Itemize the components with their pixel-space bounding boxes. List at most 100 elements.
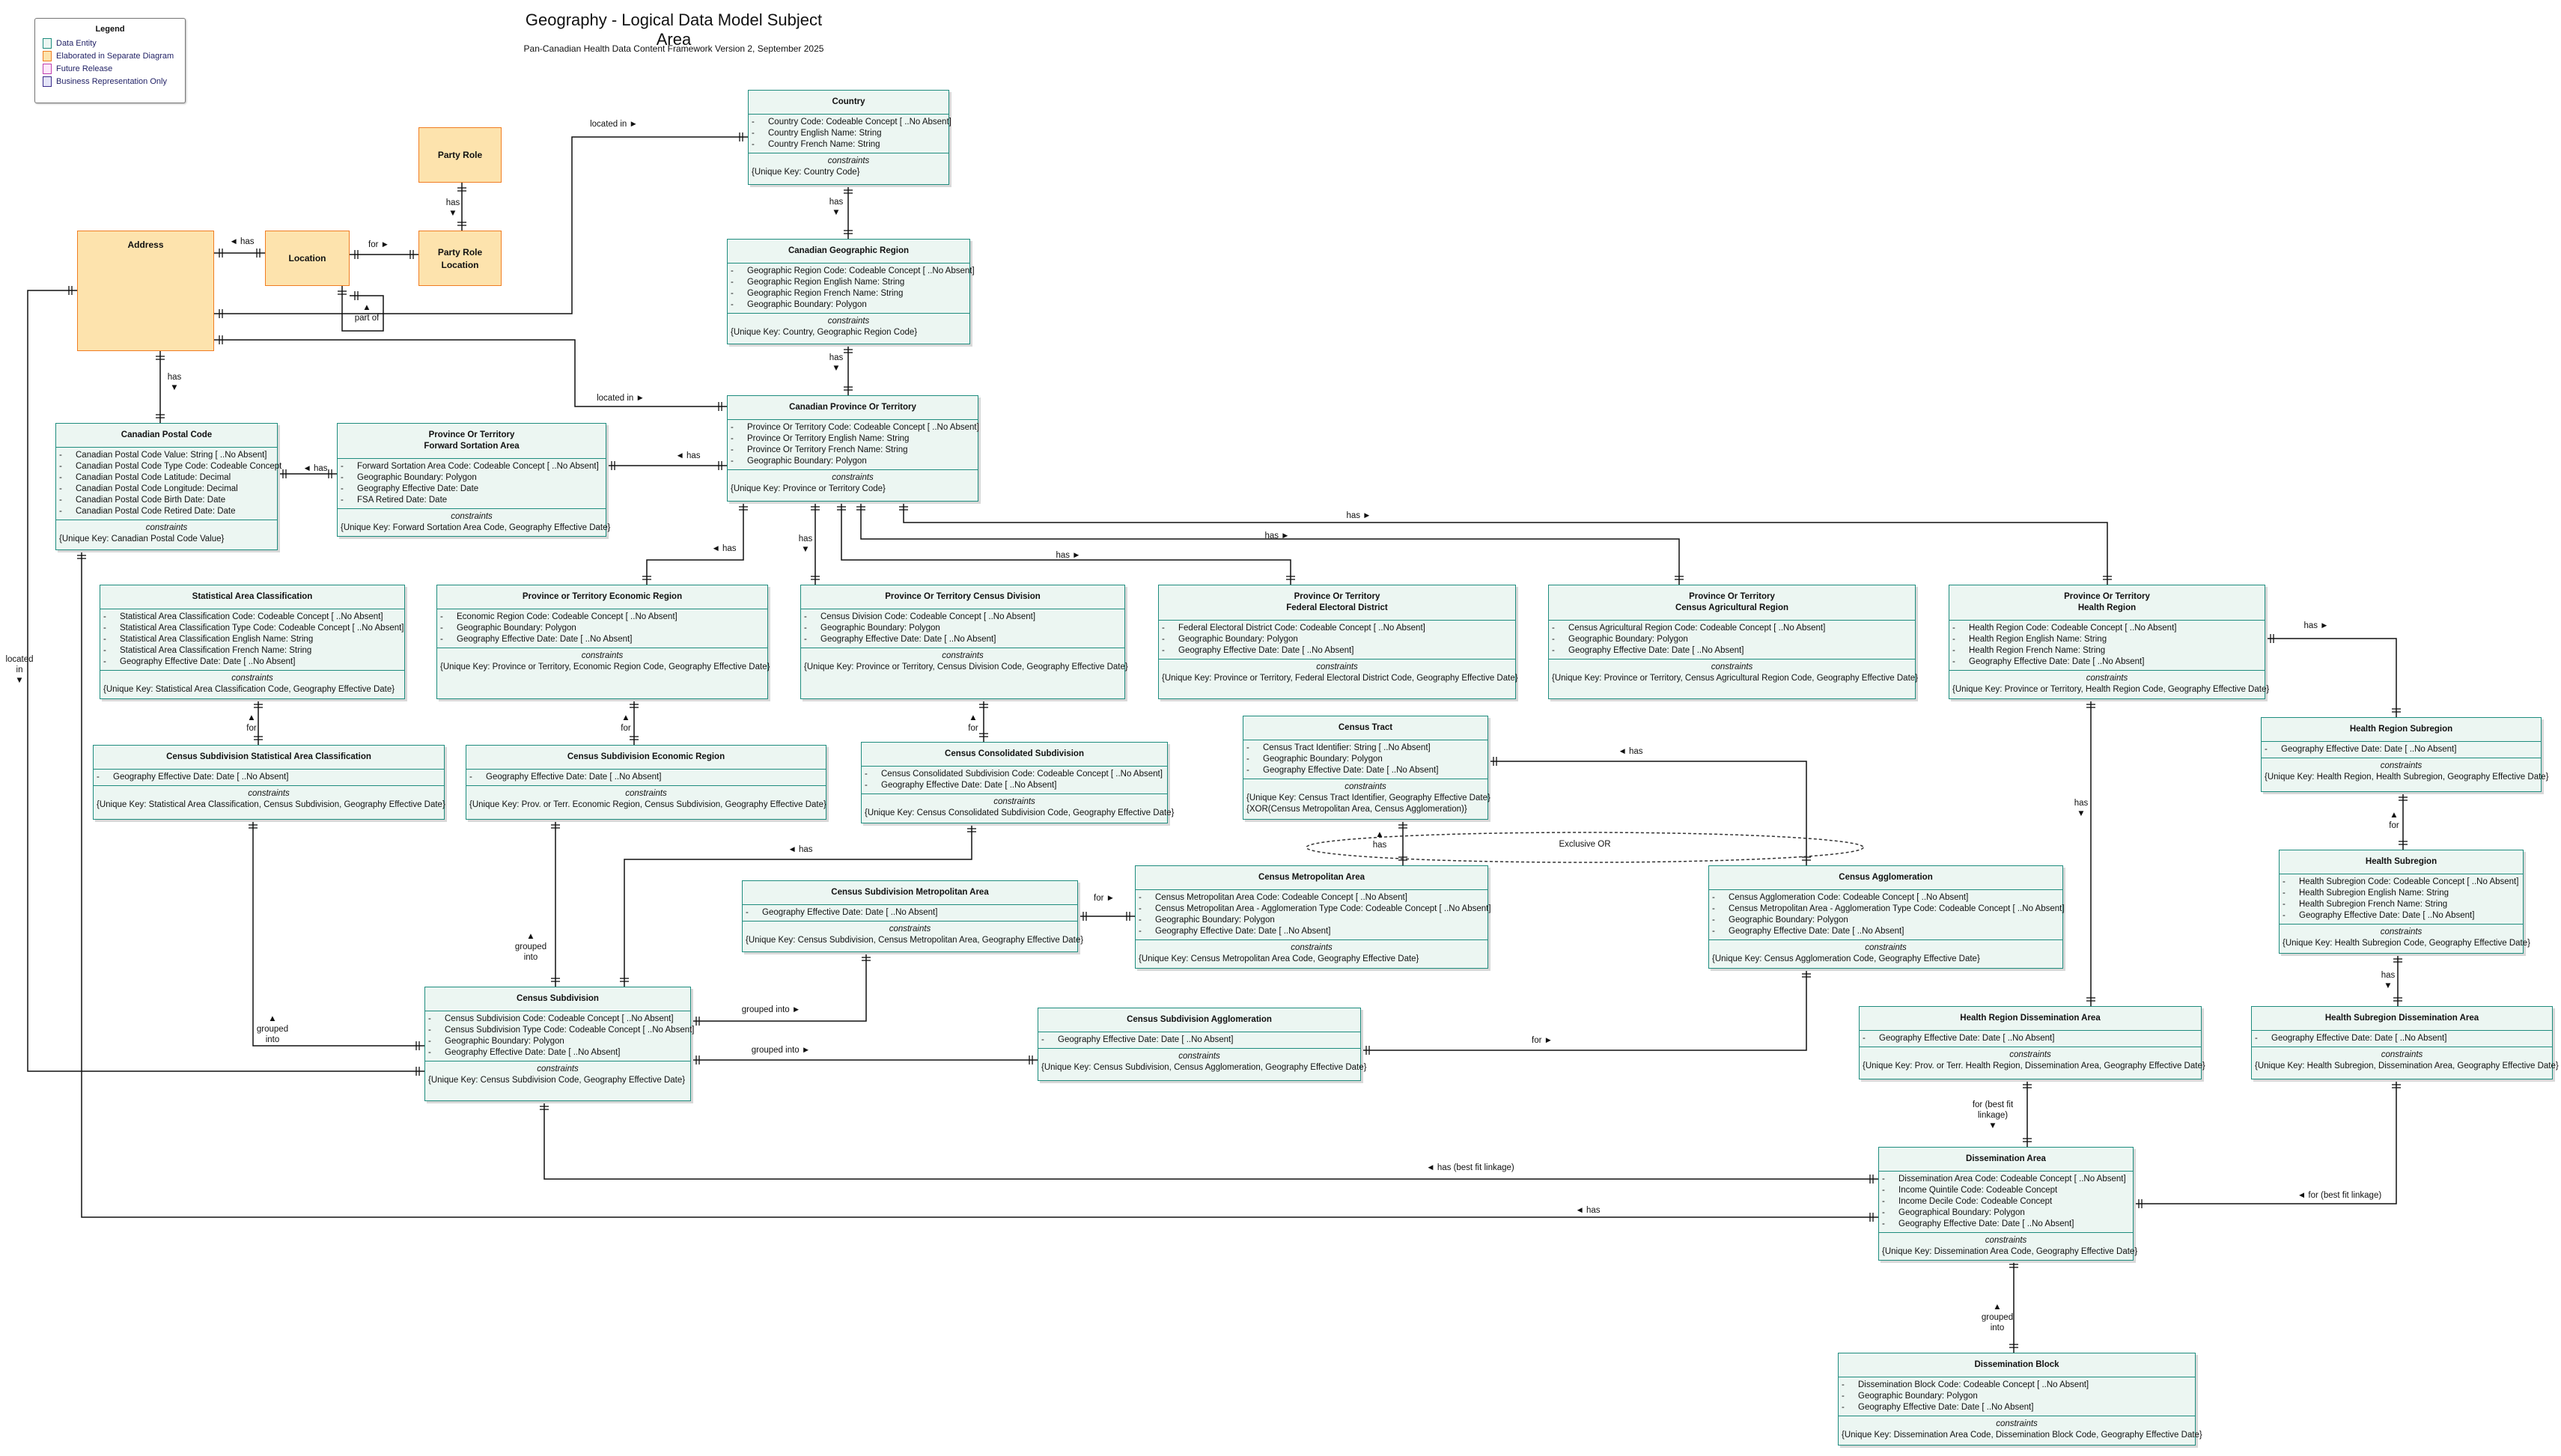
attribute-row: -Geography Effective Date: Date [ ..No A…: [2283, 910, 2520, 922]
entity-address[interactable]: Address: [77, 231, 214, 351]
attribute-bullet: -: [731, 278, 734, 287]
attribute-bullet: -: [1162, 635, 1165, 644]
attribute-text: Geography Effective Date: Date [ ..No Ab…: [1858, 1403, 2034, 1412]
attribute-bullet: -: [1952, 646, 1955, 655]
entity-csdsac[interactable]: Census Subdivision Statistical Area Clas…: [93, 745, 445, 820]
entity-fsa[interactable]: Province Or Territory Forward Sortation …: [337, 423, 610, 537]
entity-party-role[interactable]: Party Role: [418, 127, 502, 183]
attribute-bullet: -: [1162, 646, 1165, 655]
entity-db[interactable]: Dissemination Block-Dissemination Block …: [1838, 1353, 2202, 1446]
attribute-text: Geographic Boundary: Polygon: [1155, 916, 1275, 925]
attribute-row: -Economic Region Code: Codeable Concept …: [440, 612, 764, 623]
relationship-label: ◄ for (best fit linkage): [2297, 1191, 2382, 1200]
entity-hsda[interactable]: Health Subregion Dissemination Area-Geog…: [2251, 1006, 2559, 1079]
attribute-row: -Canadian Postal Code Birth Date: Date: [59, 495, 274, 506]
attribute-bullet: -: [103, 646, 106, 655]
attribute-row: -Geographic Region Code: Codeable Concep…: [731, 266, 975, 277]
entity-hr[interactable]: Province Or Territory Health Region-Heal…: [1949, 585, 2269, 699]
entity-cma[interactable]: Census Metropolitan Area-Census Metropol…: [1135, 865, 1491, 969]
attribute-row: -Geographic Boundary: Polygon: [1712, 915, 2059, 926]
attribute-list: -Census Tract Identifier: String [ ..No …: [1243, 740, 1487, 779]
entity-cpt[interactable]: Canadian Province Or Territory-Province …: [727, 395, 979, 502]
constraints-heading: constraints: [2380, 927, 2423, 936]
entity-title: Health Region Subregion: [2262, 718, 2541, 742]
constraints-heading: constraints: [993, 797, 1035, 806]
attribute-bullet: -: [1882, 1219, 1885, 1228]
relationship-label: ◄ has (best fit linkage): [1426, 1163, 1514, 1172]
attribute-row: -Geography Effective Date: Date [ ..No A…: [1552, 645, 1912, 657]
entity-postal[interactable]: Canadian Postal Code-Canadian Postal Cod…: [55, 423, 281, 550]
constraints-section: constraints{Unique Key: Prov. or Terr. H…: [1860, 1047, 2205, 1079]
entity-location[interactable]: Location: [265, 231, 350, 286]
relationship-label: located in ►: [597, 394, 645, 403]
attribute-text: Geography Effective Date: Date [ ..No Ab…: [762, 908, 938, 917]
attribute-row: -Health Region French Name: String: [1952, 645, 2262, 657]
legend-label: Elaborated in Separate Diagram: [56, 52, 174, 61]
attribute-row: -Geographic Boundary: Polygon: [731, 299, 966, 311]
entity-title: Canadian Province Or Territory: [728, 396, 978, 420]
entity-ct[interactable]: Census Tract-Census Tract Identifier: St…: [1243, 716, 1490, 820]
relationship-line: [2265, 638, 2397, 717]
attribute-bullet: -: [746, 908, 749, 917]
attribute-bullet: -: [103, 624, 106, 633]
entity-hs[interactable]: Health Subregion-Health Subregion Code: …: [2279, 850, 2530, 954]
entity-title: Province Or Territory Forward Sortation …: [338, 424, 606, 459]
attribute-list: -Canadian Postal Code Value: String [ ..…: [56, 448, 281, 520]
constraints-heading: constraints: [581, 651, 624, 660]
attribute-row: -Geography Effective Date: Date [ ..No A…: [1246, 765, 1484, 776]
attribute-bullet: -: [2283, 900, 2286, 909]
entity-party-role-location[interactable]: Party Role Location: [418, 231, 502, 286]
attribute-text: Geographical Boundary: Polygon: [1898, 1208, 2025, 1217]
attribute-text: Geography Effective Date: Date [ ..No Ab…: [1178, 646, 1354, 655]
attribute-text: Geography Effective Date: Date [ ..No Ab…: [1969, 657, 2145, 666]
entity-ca[interactable]: Census Agglomeration-Census Agglomeratio…: [1708, 865, 2065, 969]
attribute-bullet: -: [2283, 911, 2286, 920]
attribute-row: -Health Subregion French Name: String: [2283, 899, 2520, 910]
entity-cd[interactable]: Province Or Territory Census Division-Ce…: [800, 585, 1128, 699]
attribute-row: -Geography Effective Date: Date [ ..No A…: [1139, 926, 1484, 937]
attribute-list: - Geography Effective Date: Date [ ..No A…: [743, 905, 1077, 922]
entity-car[interactable]: Province Or Territory Census Agricultura…: [1548, 585, 1918, 699]
entity-er[interactable]: Province or Territory Economic Region-Ec…: [436, 585, 770, 699]
entity-csda[interactable]: Census Subdivision Agglomeration-Geograp…: [1038, 1008, 1367, 1081]
attribute-bullet: -: [341, 496, 344, 505]
attribute-text: Province Or Territory French Name: Strin…: [747, 445, 908, 454]
constraint-text: {Unique Key: Census Subdivision Code, Ge…: [428, 1076, 686, 1085]
entity-sac[interactable]: Statistical Area Classification-Statisti…: [100, 585, 405, 699]
attribute-bullet: -: [440, 612, 443, 621]
entity-ccs[interactable]: Census Consolidated Subdivision-Census C…: [861, 742, 1174, 823]
attribute-bullet: -: [1712, 904, 1715, 913]
entity-csder[interactable]: Census Subdivision Economic Region-Geogr…: [466, 745, 826, 820]
attribute-text: Census Metropolitan Area - Agglomeration…: [1155, 904, 1491, 913]
entity-cgr[interactable]: Canadian Geographic Region-Geographic Re…: [727, 239, 975, 344]
attribute-row: -Geography Effective Date: Date [ ..No A…: [2265, 744, 2538, 755]
entity-hrda[interactable]: Health Region Dissemination Area-Geograp…: [1859, 1006, 2205, 1079]
attribute-bullet: -: [1712, 927, 1715, 936]
relationship-label: has ▼: [829, 353, 844, 373]
attribute-bullet: -: [1712, 893, 1715, 902]
relationship-label: ◄ has: [788, 845, 813, 854]
attribute-bullet: -: [865, 781, 868, 790]
constraint-text: {Unique Key: Statistical Area Classifica…: [97, 800, 445, 809]
entity-da[interactable]: Dissemination Area-Dissemination Area Co…: [1878, 1147, 2137, 1261]
entity-fed[interactable]: Province Or Territory Federal Electoral …: [1158, 585, 1518, 699]
relationship-label: ▲ part of: [354, 303, 380, 323]
entity-hrs[interactable]: Health Region Subregion -Geography Effect…: [2261, 717, 2549, 792]
attribute-text: FSA Retired Date: Date: [357, 496, 448, 505]
attribute-bullet: -: [1882, 1208, 1885, 1217]
entity-title: Census Subdivision Agglomeration: [1038, 1008, 1360, 1032]
attribute-row: -Geography Effective Date: Date [ ..No A…: [440, 634, 764, 645]
attribute-row: - Geographical Boundary: Polygon: [1882, 1207, 2130, 1219]
attribute-text: Statistical Area Classification English …: [120, 635, 314, 644]
entity-csd[interactable]: Census Subdivision-Census Subdivision Co…: [424, 987, 695, 1101]
entity-csma[interactable]: Census Subdivision Metropolitan Area-Geo…: [742, 880, 1083, 952]
relationship-label: for (best fit linkage) ▼: [1972, 1100, 2014, 1130]
attribute-bullet: -: [1139, 893, 1142, 902]
attribute-list: -Census Subdivision Code: Codeable Conce…: [425, 1011, 695, 1061]
entity-title: Dissemination Area: [1879, 1148, 2133, 1172]
entity-country[interactable]: Country-Country Code: Codeable Concept […: [748, 90, 951, 185]
attribute-row: -Geographic Region English Name: String: [731, 277, 966, 288]
constraints-section: constraints{Unique Key: Province or Terr…: [1549, 660, 1918, 698]
attribute-list: -Economic Region Code: Codeable Concept …: [437, 609, 767, 648]
